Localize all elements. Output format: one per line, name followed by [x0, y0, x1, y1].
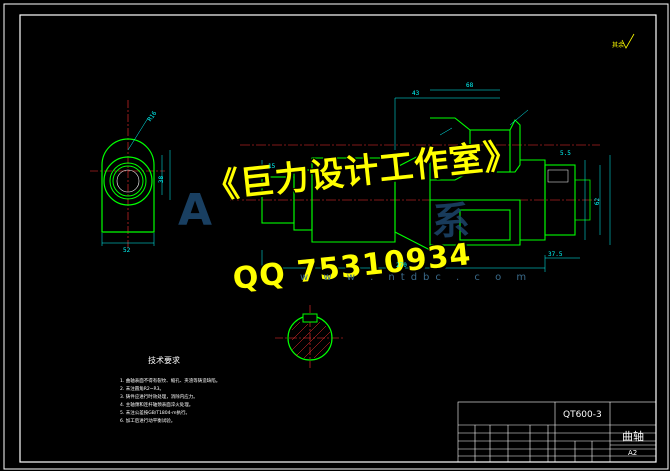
part-name: 曲轴 [622, 430, 644, 443]
dim-bore: 5.5 [560, 150, 571, 157]
watermark-site: w w w . ntdbc . c o m [300, 272, 533, 283]
dim-main-15: 15 [268, 163, 276, 170]
drawing-border [3, 3, 669, 470]
main-view [230, 117, 600, 251]
tech-note: 1. 曲轴表面不得有裂纹、缩孔、夹渣等铸造缺陷。 [120, 379, 221, 384]
tech-note: 3. 铸件应进行时效处理，消除内应力。 [120, 395, 198, 400]
drawing-inner-frame [19, 14, 657, 463]
dim-left-width: 52 [123, 247, 131, 254]
dim-main-37: 37.5 [548, 251, 563, 258]
watermark-logo-right: 系 [432, 199, 471, 243]
tech-note: 5. 未注公差按GB/T1804-m执行。 [120, 411, 191, 416]
main-dimension-lines [261, 89, 611, 272]
dim-main-68: 68 [466, 82, 474, 89]
dim-left-height: 38 [158, 175, 166, 184]
dim-right-62: 62 [594, 197, 602, 206]
sheet-size: A2 [628, 449, 638, 457]
roughness-symbol [621, 33, 635, 49]
dim-main-43: 43 [412, 90, 420, 97]
roughness-label: 其余 [612, 42, 625, 49]
dim-main-270: 270 [396, 262, 407, 269]
tech-note: 6. 加工后进行动平衡试验。 [120, 419, 176, 424]
tech-note: 2. 未注圆角R2~R3。 [120, 387, 164, 392]
section-view [275, 305, 345, 368]
part-code: QT600-3 [563, 410, 602, 420]
watermark-logo-left: A [178, 185, 213, 236]
tech-requirements-title: 技术要求 [148, 356, 180, 365]
left-end-view [90, 100, 171, 250]
tech-note: 4. 主轴颈和连杆轴颈表面淬火处理。 [120, 403, 194, 408]
title-block [457, 401, 657, 463]
